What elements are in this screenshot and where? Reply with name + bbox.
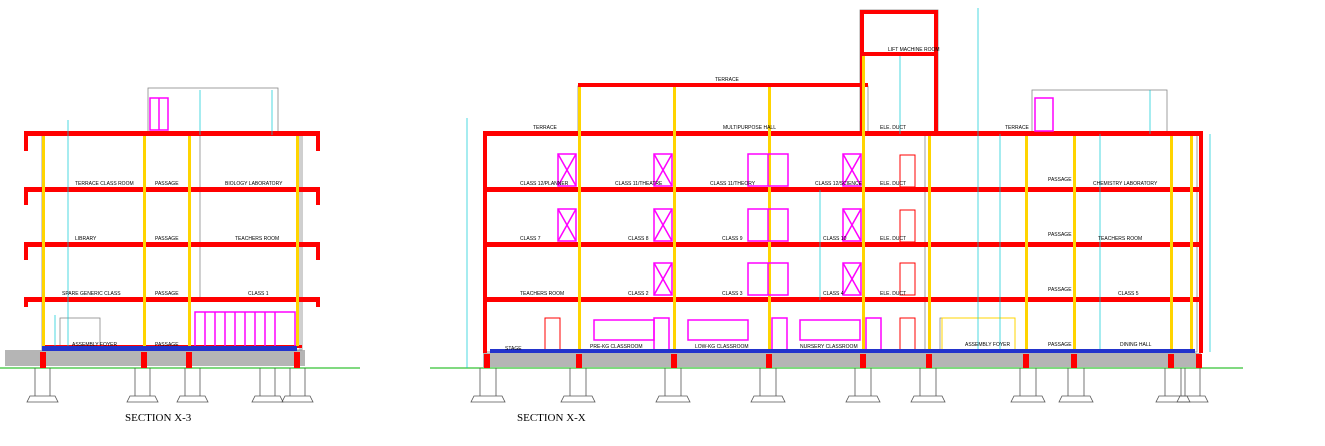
room-label: CLASS 5	[1118, 291, 1139, 297]
room-label: LIFT MACHINE ROOM	[888, 47, 940, 53]
room-label: PASSAGE	[155, 181, 179, 187]
room-label: NURSERY CLASSROOM	[800, 344, 858, 350]
room-label: MULTIPURPOSE HALL	[723, 125, 776, 131]
ground-plinth	[5, 350, 305, 366]
room-label: PASSAGE	[155, 342, 179, 348]
room-label: ELE. DUCT	[880, 181, 906, 187]
room-label: CLASS 4	[823, 291, 844, 297]
columns	[42, 136, 299, 346]
columns	[578, 56, 1193, 352]
room-label: CLASS 2	[628, 291, 649, 297]
column-bases	[484, 354, 1202, 368]
room-label: CLASS 8	[628, 236, 649, 242]
room-label: CHEMISTRY LABORATORY	[1093, 181, 1158, 187]
room-label: TEACHERS ROOM	[520, 291, 564, 297]
room-labels-x3: TERRACE CLASS ROOM PASSAGE BIOLOGY LABOR…	[62, 181, 283, 348]
room-label: PASSAGE	[155, 291, 179, 297]
room-label: TEACHERS ROOM	[235, 236, 279, 242]
room-label: TERRACE	[715, 77, 740, 83]
room-label: ELE. DUCT	[880, 291, 906, 297]
room-label: ELE. DUCT	[880, 236, 906, 242]
room-label: PRE-KG CLASSROOM	[590, 344, 643, 350]
room-label: ASSEMBLY FOYER	[72, 342, 117, 348]
room-label: STAGE	[505, 346, 522, 352]
blue-beam	[42, 346, 297, 351]
room-label: CLASS 11/THEORY	[710, 181, 756, 187]
room-label: PASSAGE	[1048, 287, 1072, 293]
section-xx: LIFT MACHINE ROOM TERRACE TERRACE MULTIP…	[430, 8, 1243, 424]
room-label: CLASS 12/PLANNER	[520, 181, 569, 187]
column-bases	[40, 352, 300, 368]
room-label: ASSEMBLY FOYER	[965, 342, 1010, 348]
foundations	[470, 368, 1209, 403]
room-label: DINING HALL	[1120, 342, 1152, 348]
room-label: TERRACE	[1005, 125, 1030, 131]
blue-beam	[490, 349, 1195, 353]
room-label: ELE. DUCT	[880, 125, 906, 131]
section-x3: TERRACE CLASS ROOM PASSAGE BIOLOGY LABOR…	[0, 87, 360, 424]
room-label: BIOLOGY LABORATORY	[225, 181, 283, 187]
building-outline	[41, 87, 303, 351]
room-label: CLASS 12/SCIENCE	[815, 181, 863, 187]
room-labels-xx: LIFT MACHINE ROOM TERRACE TERRACE MULTIP…	[505, 47, 1158, 352]
foundations	[26, 368, 314, 403]
section-title-right: SECTION X-X	[517, 412, 586, 424]
room-label: LIBRARY	[75, 236, 97, 242]
room-label: PASSAGE	[1048, 177, 1072, 183]
room-label: PASSAGE	[1048, 342, 1072, 348]
section-title-left: SECTION X-3	[125, 412, 192, 424]
room-label: LOW-KG CLASSROOM	[695, 344, 749, 350]
windows	[557, 97, 1054, 353]
floor-slabs	[483, 10, 1203, 353]
room-label: CLASS 7	[520, 236, 541, 242]
duct-doors	[544, 154, 916, 353]
room-label: CLASS 10	[823, 236, 847, 242]
room-label: CLASS 11/THEATRE	[615, 181, 663, 187]
room-label: CLASS 1	[248, 291, 269, 297]
room-label: CLASS 3	[722, 291, 743, 297]
dimension-lines	[466, 8, 1211, 368]
room-label: TERRACE	[533, 125, 558, 131]
room-label: TEACHERS ROOM	[1098, 236, 1142, 242]
room-label: CLASS 9	[722, 236, 743, 242]
room-label: SPARE GENERIC CLASS	[62, 291, 121, 297]
room-label: PASSAGE	[1048, 232, 1072, 238]
ground-plinth	[483, 353, 1201, 367]
room-label: PASSAGE	[155, 236, 179, 242]
room-label: TERRACE CLASS ROOM	[75, 181, 134, 187]
dimension-lines	[54, 90, 273, 350]
